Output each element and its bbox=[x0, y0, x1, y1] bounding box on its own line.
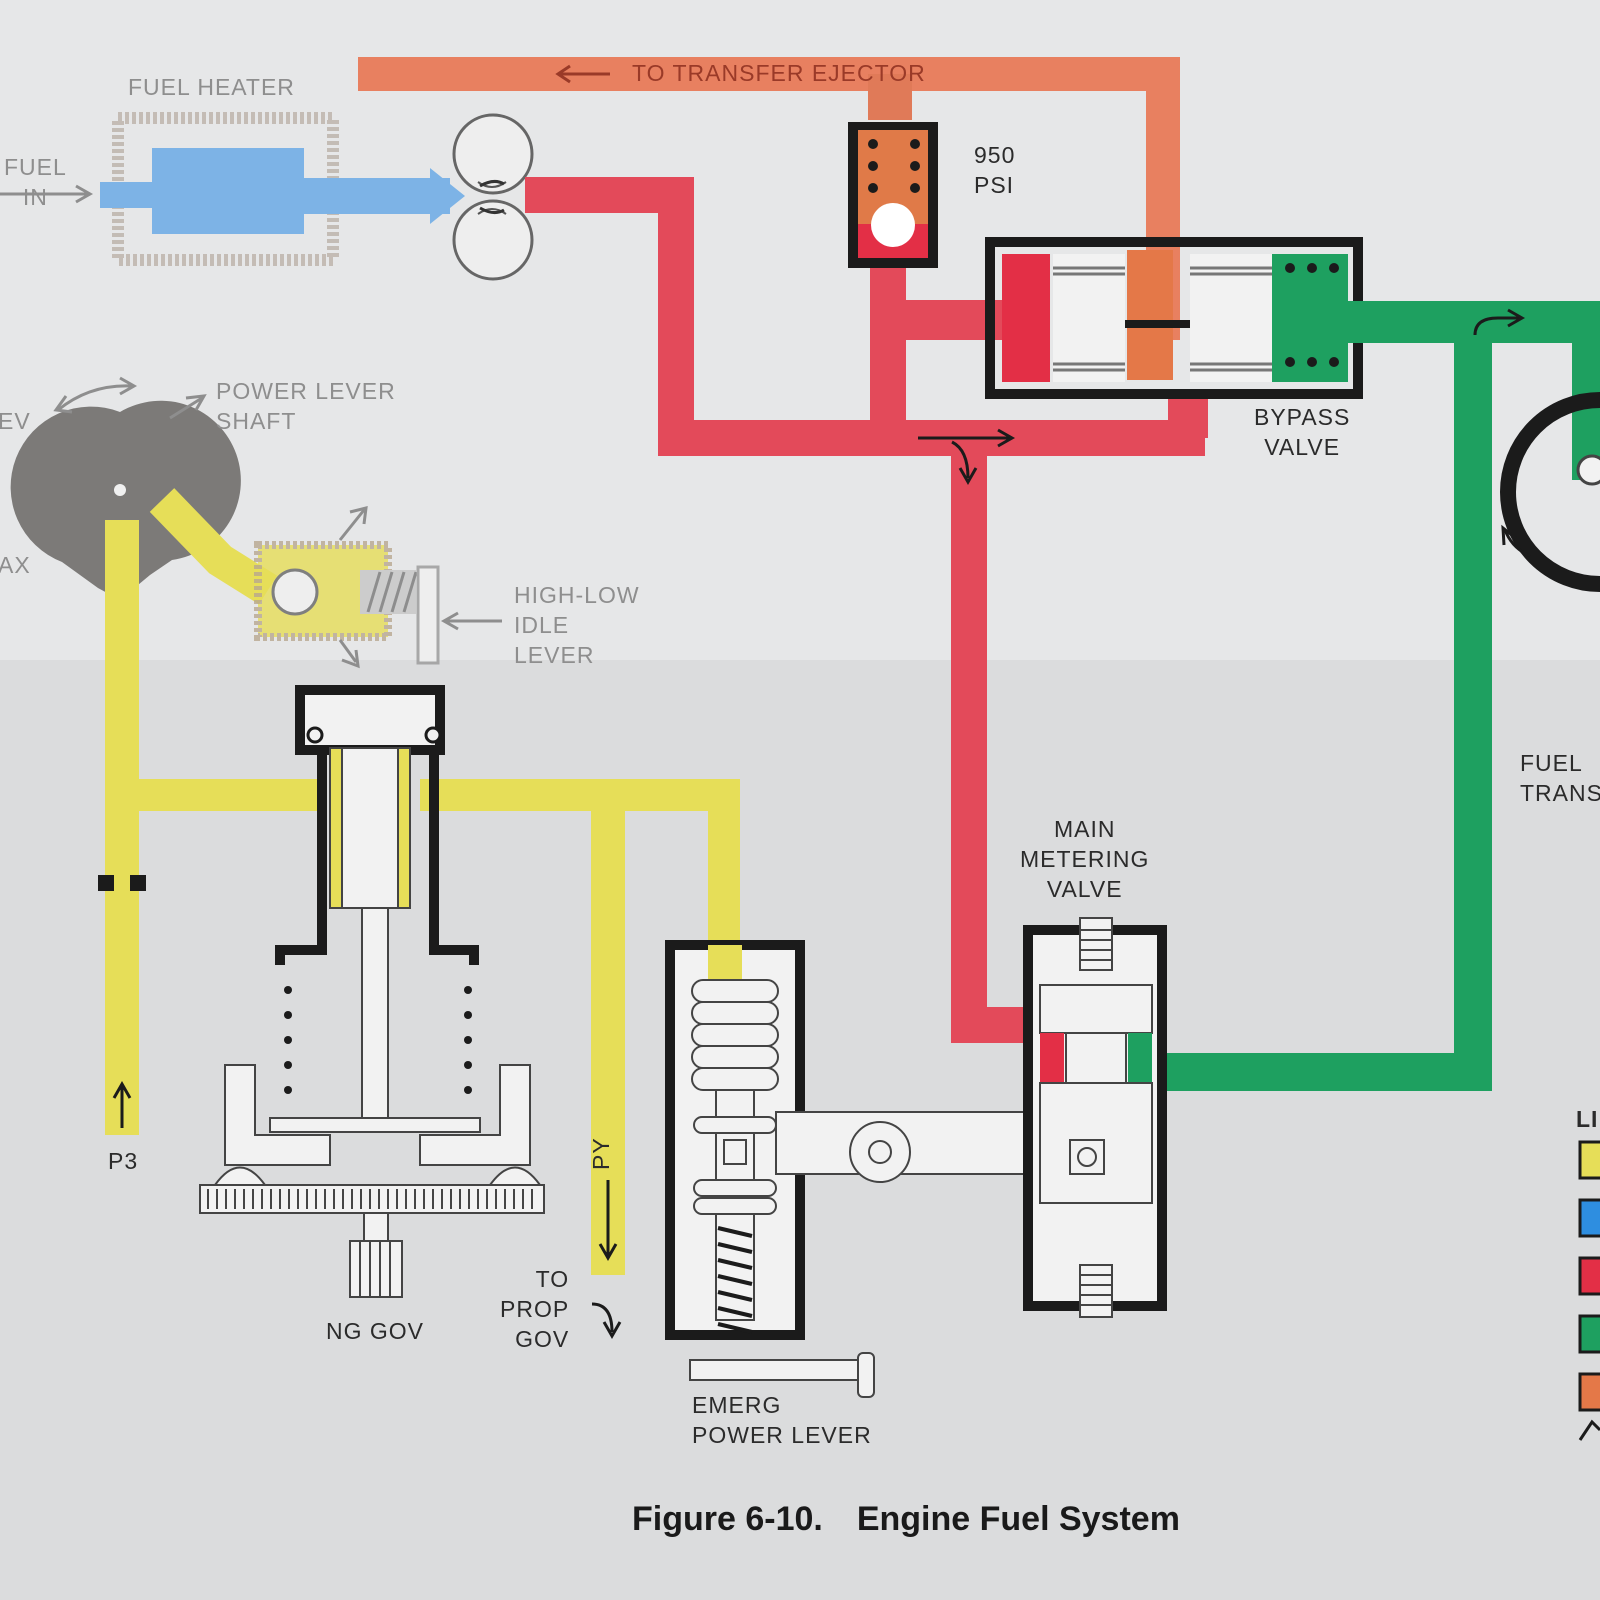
ng-governor bbox=[199, 685, 545, 1298]
fuel-transfer-label: FUEL TRANS bbox=[1520, 750, 1600, 806]
power-lever-shaft bbox=[10, 400, 241, 600]
relief-valve-950-psi bbox=[848, 122, 938, 268]
legend-swatch-yellow bbox=[1578, 1140, 1600, 1180]
legend-swatch-green bbox=[1578, 1314, 1600, 1354]
to-prop-gov-label: TO PROP GOV bbox=[500, 1266, 570, 1352]
flow-arrows bbox=[0, 64, 1531, 1340]
fuel-heater bbox=[100, 112, 465, 266]
bypass-valve-inlet bbox=[1002, 254, 1050, 382]
power-lever-shaft-label: POWER LEVER SHAFT bbox=[216, 378, 396, 434]
py-label: PY bbox=[588, 1137, 614, 1170]
transfer-ejector-line bbox=[358, 57, 1180, 380]
high-low-idle-assembly bbox=[254, 541, 440, 665]
bypass-valve-label: BYPASS VALVE bbox=[1254, 404, 1351, 460]
transfer-ejector-label: TO TRANSFER EJECTOR bbox=[632, 60, 926, 86]
partial-gear-wheel bbox=[1500, 392, 1600, 592]
relief-pressure-label: 950 PSI bbox=[974, 142, 1016, 198]
pneumatic-air-lines bbox=[105, 488, 740, 1275]
main-metering-valve-label: MAIN METERING VALVE bbox=[1020, 816, 1150, 902]
figure-caption: Figure 6-10. Engine Fuel System bbox=[632, 1500, 1180, 1539]
fuel-in-label: FUEL IN bbox=[4, 154, 67, 210]
fuel-pump-gears bbox=[452, 113, 534, 281]
figure-number: Figure 6-10. bbox=[632, 1500, 823, 1538]
legend-title: LI bbox=[1576, 1106, 1599, 1132]
rev-label: EV bbox=[0, 408, 31, 434]
high-low-idle-lever-label: HIGH-LOW IDLE LEVER bbox=[514, 582, 640, 668]
p3-label: P3 bbox=[108, 1148, 139, 1174]
legend-swatch-orange bbox=[1578, 1372, 1600, 1412]
linkage-arm bbox=[775, 1111, 1037, 1183]
figure-title: Engine Fuel System bbox=[856, 1500, 1180, 1538]
emergency-bellows-valve bbox=[665, 940, 875, 1398]
max-label: AX bbox=[0, 552, 31, 578]
main-metering-valve bbox=[1023, 917, 1167, 1318]
ng-gov-label: NG GOV bbox=[326, 1318, 425, 1344]
legend-swatch-blue bbox=[1578, 1198, 1600, 1238]
legend-swatch-red bbox=[1578, 1256, 1600, 1296]
fuel-heater-label: FUEL HEATER bbox=[128, 74, 295, 100]
legend bbox=[1578, 1140, 1600, 1441]
bypass-valve bbox=[985, 237, 1363, 399]
emerg-power-lever-label: EMERG POWER LEVER bbox=[692, 1392, 872, 1448]
